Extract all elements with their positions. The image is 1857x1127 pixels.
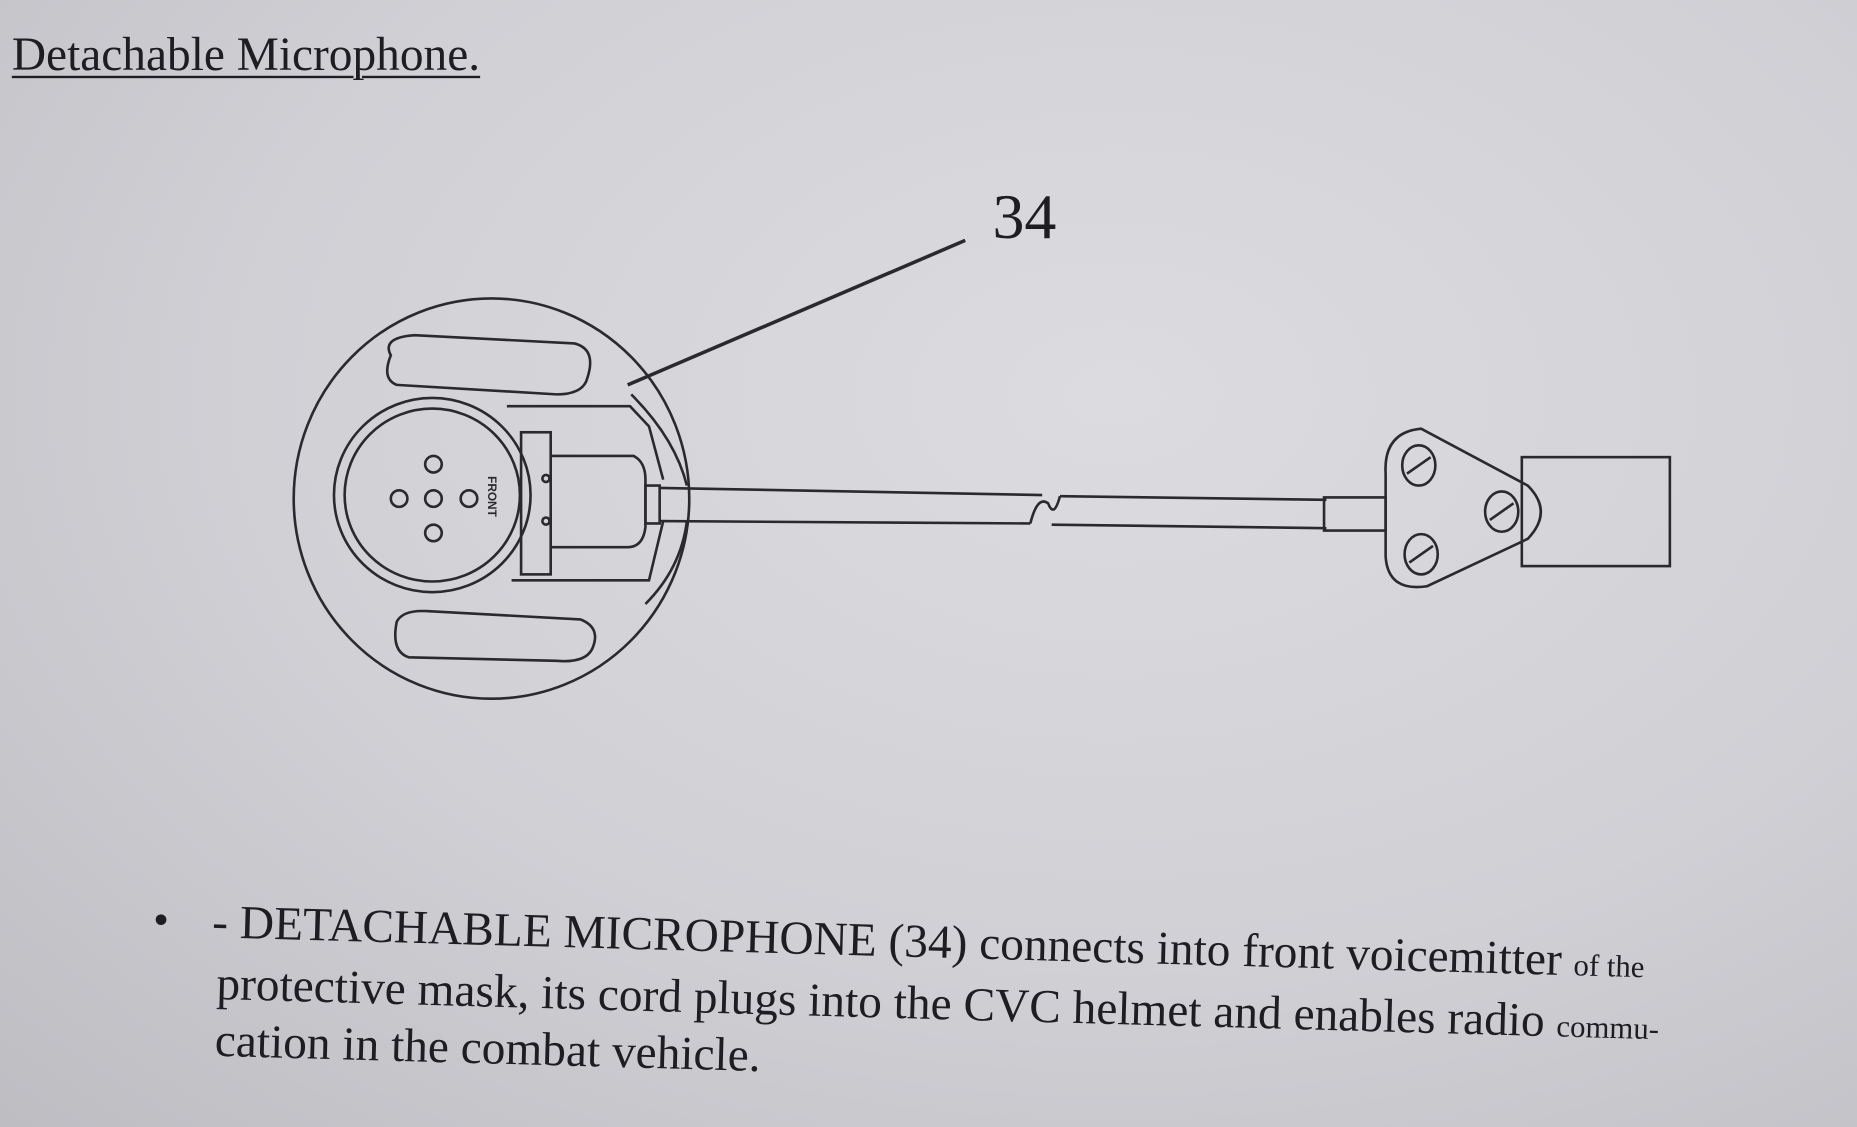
line1-small: of the [1573,948,1645,985]
mask-disc [292,297,691,701]
line2-small: commu- [1555,1009,1660,1047]
callout-leader-line [626,238,966,387]
bullet-icon: • [152,895,170,946]
microphone-cord [659,486,1327,530]
callout-number: 34 [992,181,1057,253]
section-heading: Detachable Microphone. [11,27,481,81]
top-slot [385,333,592,396]
front-label: FRONT [485,476,499,518]
microphone-head [332,396,665,594]
helmet-plug [1322,427,1672,589]
bottom-slot [393,609,597,663]
